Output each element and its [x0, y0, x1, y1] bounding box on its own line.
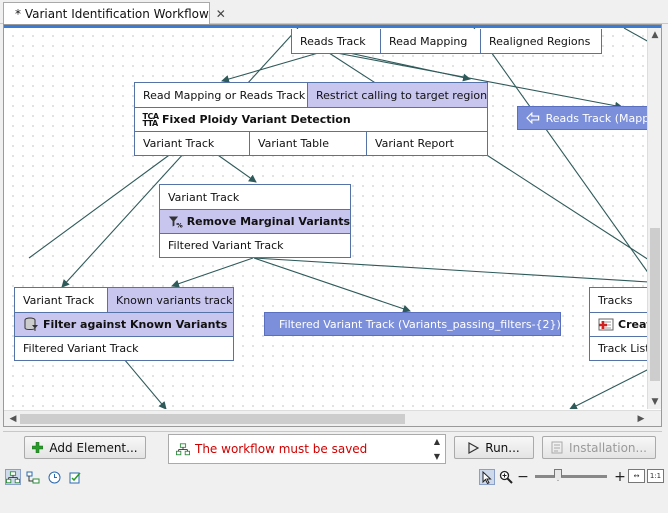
zoom-slider-track[interactable] — [535, 475, 607, 478]
filtered-variant-track-output[interactable]: Filtered Variant Track (Variants_passing… — [264, 312, 561, 336]
read-mapping-or-reads-track-port[interactable]: Read Mapping or Reads Track — [135, 83, 308, 107]
add-element-label: Add Element... — [49, 440, 138, 455]
workflow-canvas[interactable]: Reads Track Read Mapping Realigned Regio… — [4, 28, 649, 409]
workflow-canvas-frame: Reads Track Read Mapping Realigned Regio… — [3, 24, 662, 427]
reads-track-port[interactable]: Reads Track — [292, 29, 381, 53]
plus-icon — [32, 442, 44, 453]
scroll-right-icon[interactable]: ▶ — [637, 414, 645, 424]
create-track-list-title[interactable]: Creat — [590, 313, 649, 336]
zoom-plus-icon[interactable]: + — [614, 469, 626, 485]
filter-percent-icon: % — [168, 216, 183, 229]
chevron-down-icon[interactable]: ▼ — [433, 452, 441, 461]
hierarchy-view-icon[interactable] — [25, 469, 41, 485]
zoom-slider-knob[interactable] — [554, 469, 562, 481]
workflow-validation-message: The workflow must be saved ▲ ▼ — [168, 434, 446, 464]
filter-known-label: Filter against Known Variants — [43, 318, 228, 331]
workflow-icon — [176, 442, 190, 455]
zoom-out-icon[interactable]: − — [517, 469, 529, 485]
filtered-variant-track-output-port[interactable]: Filtered Variant Track — [23, 342, 139, 355]
realigned-regions-port[interactable]: Realigned Regions — [489, 34, 591, 48]
horizontal-scrollbar[interactable]: ◀ ▶ — [4, 410, 661, 426]
variant-track-input-port[interactable]: Variant Track — [168, 190, 240, 204]
filter-against-known-variants-block[interactable]: Variant Track Known variants track Filte… — [14, 287, 234, 361]
tab-bar: * Variant Identification Workflow ✕ — [0, 0, 668, 24]
history-icon[interactable] — [46, 469, 62, 485]
tab-variant-identification-workflow[interactable]: * Variant Identification Workflow ✕ — [3, 2, 226, 24]
bottom-padding — [0, 488, 668, 513]
vertical-scroll-thumb[interactable] — [650, 228, 660, 381]
vertical-scrollbar[interactable]: ▲ ▼ — [647, 28, 661, 409]
fixed-ploidy-variant-detection-block[interactable]: Read Mapping or Reads Track Restrict cal… — [134, 82, 488, 156]
restrict-calling-port[interactable]: Restrict calling to target regions — [308, 83, 487, 107]
variant-track-output-port[interactable]: Variant Track — [135, 132, 250, 155]
create-track-list-block[interactable]: Tracks Creat Track List — [589, 287, 649, 361]
play-icon — [468, 441, 480, 454]
tab-title: * Variant Identification Workflow — [15, 6, 209, 21]
canvas-active-indicator — [4, 25, 661, 28]
reads-track-block[interactable]: Reads Track Read Mapping Realigned Regio… — [291, 29, 602, 54]
installation-label: Installation... — [569, 440, 647, 455]
read-mapping-port[interactable]: Read Mapping — [381, 29, 481, 53]
fixed-ploidy-label: Fixed Ploidy Variant Detection — [162, 113, 351, 126]
database-filter-icon — [24, 317, 38, 331]
validation-message-text: The workflow must be saved — [195, 442, 368, 456]
remove-marginal-label: Remove Marginal Variants — [186, 215, 350, 228]
remove-marginal-title[interactable]: % Remove Marginal Variants — [160, 210, 350, 233]
filtered-variant-track-output-label: Filtered Variant Track (Variants_passing… — [279, 317, 561, 331]
scroll-up-icon[interactable]: ▲ — [651, 30, 659, 40]
svg-text:%: % — [176, 221, 182, 229]
workflow-view-icon[interactable] — [5, 469, 21, 485]
installation-button[interactable]: Installation... — [542, 436, 656, 459]
variant-report-output-port[interactable]: Variant Report — [375, 137, 454, 150]
tracks-input-port[interactable]: Tracks — [598, 293, 633, 307]
create-track-list-label: Creat — [618, 318, 649, 331]
installation-icon — [551, 441, 563, 454]
dna-sequence-icon: TCA TTA — [142, 111, 159, 128]
scroll-down-icon[interactable]: ▼ — [651, 397, 659, 407]
track-list-add-icon — [598, 318, 614, 331]
edit-check-icon[interactable] — [67, 469, 83, 485]
add-element-button[interactable]: Add Element... — [24, 436, 146, 459]
chevron-up-icon[interactable]: ▲ — [433, 437, 441, 446]
zoom-in-icon[interactable] — [498, 469, 514, 485]
pointer-icon[interactable] — [479, 469, 495, 485]
variant-track-input-port[interactable]: Variant Track — [15, 288, 108, 312]
known-variants-track-port[interactable]: Known variants track — [108, 288, 233, 312]
separator — [3, 431, 662, 432]
track-list-output-port[interactable]: Track List — [598, 342, 649, 355]
scroll-left-icon[interactable]: ◀ — [9, 414, 17, 424]
output-arrow-icon — [526, 112, 540, 124]
run-label: Run... — [485, 440, 520, 455]
filtered-variant-track-output-port[interactable]: Filtered Variant Track — [168, 239, 284, 252]
remove-marginal-variants-block[interactable]: Variant Track % Remove Marginal Variants… — [159, 184, 351, 258]
fixed-ploidy-title[interactable]: TCA TTA Fixed Ploidy Variant Detection — [135, 108, 487, 131]
reads-track-mapped-output[interactable]: Reads Track (Mappe — [517, 106, 649, 130]
message-scroll[interactable]: ▲ ▼ — [432, 437, 442, 461]
reads-track-mapped-label: Reads Track (Mappe — [545, 111, 649, 125]
run-button[interactable]: Run... — [454, 436, 534, 459]
close-icon[interactable]: ✕ — [215, 6, 226, 21]
filter-known-title[interactable]: Filter against Known Variants — [15, 313, 233, 336]
horizontal-scroll-thumb[interactable] — [20, 414, 405, 424]
actual-size-icon[interactable]: 1:1 — [647, 469, 664, 483]
variant-table-output-port[interactable]: Variant Table — [250, 132, 367, 155]
fit-width-icon[interactable]: ↔ — [628, 469, 645, 483]
